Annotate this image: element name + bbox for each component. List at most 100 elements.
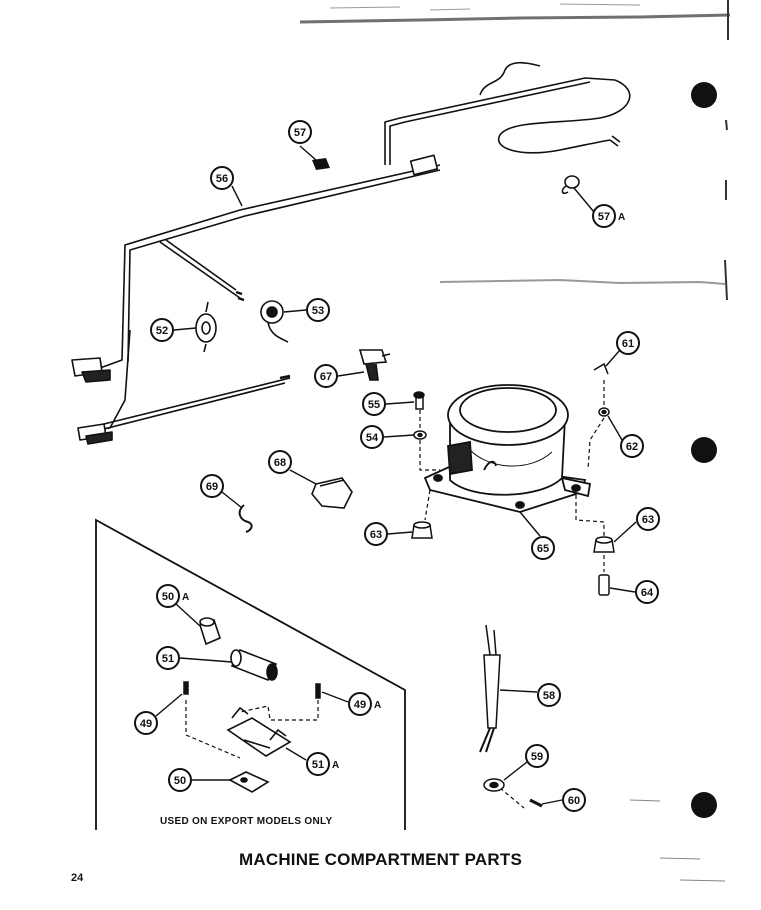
leader-line (175, 603, 201, 627)
callout-number: 64 (641, 587, 654, 599)
callout-number: 52 (156, 325, 168, 337)
callout-number: 57 (294, 127, 306, 139)
screw-part (183, 681, 321, 699)
grommet-63 (411, 521, 615, 553)
callout-67: 67 (314, 364, 365, 388)
callout-circle (635, 580, 659, 604)
leader-line (173, 327, 197, 331)
callout-57: 57 (288, 120, 317, 161)
probe-clip (483, 778, 543, 808)
callout-circle (525, 744, 549, 768)
callout-circle (362, 392, 386, 416)
callout-number: 54 (366, 432, 379, 444)
clip-part (312, 158, 330, 170)
leader-line (541, 799, 563, 805)
callout-number: 63 (642, 514, 654, 526)
leader-line (289, 469, 317, 485)
leader-line (573, 187, 595, 213)
wiring-harness (71, 61, 631, 445)
callout-60: 60 (541, 788, 586, 812)
leader-line (503, 761, 528, 781)
callout-number: 62 (626, 441, 638, 453)
page-title: MACHINE COMPARTMENT PARTS (239, 850, 522, 869)
punch-hole (691, 82, 717, 108)
leader-line (321, 691, 349, 703)
overload-part (260, 300, 289, 343)
callout-circle (200, 474, 224, 498)
callout-54: 54 (360, 425, 415, 449)
callout-number: 49 (140, 718, 152, 730)
callout-circle (156, 646, 180, 670)
callout-number: 49 (354, 699, 366, 711)
leader-line (337, 371, 365, 377)
callout-56: 56 (210, 166, 243, 207)
leader-line (387, 531, 413, 535)
leader-line (179, 657, 233, 663)
callout-number: 61 (622, 338, 634, 350)
callout-number: 50 (162, 591, 174, 603)
callout-suffix: A (182, 592, 189, 603)
callout-50: 50 (168, 768, 232, 792)
callout-number: 60 (568, 795, 580, 807)
leader-line (607, 415, 623, 441)
leader-line (605, 349, 621, 367)
page-number: 24 (71, 872, 84, 884)
callout-59: 59 (503, 744, 549, 781)
cover-part (311, 477, 353, 509)
callout-circle (360, 425, 384, 449)
callout-number: 58 (543, 690, 555, 702)
callout-55: 55 (362, 392, 415, 416)
callout-circle (537, 683, 561, 707)
callout-suffix: A (618, 212, 625, 223)
callout-64: 64 (609, 580, 659, 604)
callout-circle (636, 507, 660, 531)
callout-number: 65 (537, 543, 549, 555)
callout-circle (348, 692, 372, 716)
spring-part (593, 362, 610, 417)
leader-line (155, 693, 183, 717)
sleeve-64 (598, 574, 610, 596)
callout-circle (156, 584, 180, 608)
callout-50a: 50 A (156, 584, 201, 627)
callout-58: 58 (499, 683, 561, 707)
callout-number: 63 (370, 529, 382, 541)
callout-number: 51 (312, 759, 324, 771)
bolt-part (413, 391, 427, 440)
callout-circle (210, 166, 234, 190)
callout-49: 49 (134, 693, 183, 735)
callout-circle (562, 788, 586, 812)
leader-line (385, 401, 415, 405)
callout-circle (592, 204, 616, 228)
relay-part (358, 349, 391, 381)
callout-52: 52 (150, 318, 197, 342)
callout-number: 50 (174, 775, 186, 787)
callout-suffix: A (332, 760, 339, 771)
leader-line (613, 521, 637, 543)
callout-number: 59 (531, 751, 543, 763)
callout-circle (306, 752, 330, 776)
callout-circle (150, 318, 174, 342)
callout-number: 68 (274, 457, 286, 469)
compressor (423, 384, 592, 513)
leader-line (283, 309, 307, 313)
callout-number: 56 (216, 173, 228, 185)
grommet-part (561, 175, 580, 195)
spring-clip-part (238, 504, 253, 533)
callout-51: 51 (156, 646, 233, 670)
export-note: USED ON EXPORT MODELS ONLY (160, 816, 333, 827)
thermostat-probe (479, 624, 501, 753)
callout-circle (531, 536, 555, 560)
callout-circle (268, 450, 292, 474)
callout-circle (616, 331, 640, 355)
callout-circle (620, 434, 644, 458)
ring-part (199, 617, 221, 646)
callout-number: 69 (206, 481, 218, 493)
punch-hole (691, 792, 717, 818)
leader-line (221, 491, 243, 509)
callout-63: 63 (613, 507, 660, 543)
callout-62: 62 (607, 415, 644, 458)
